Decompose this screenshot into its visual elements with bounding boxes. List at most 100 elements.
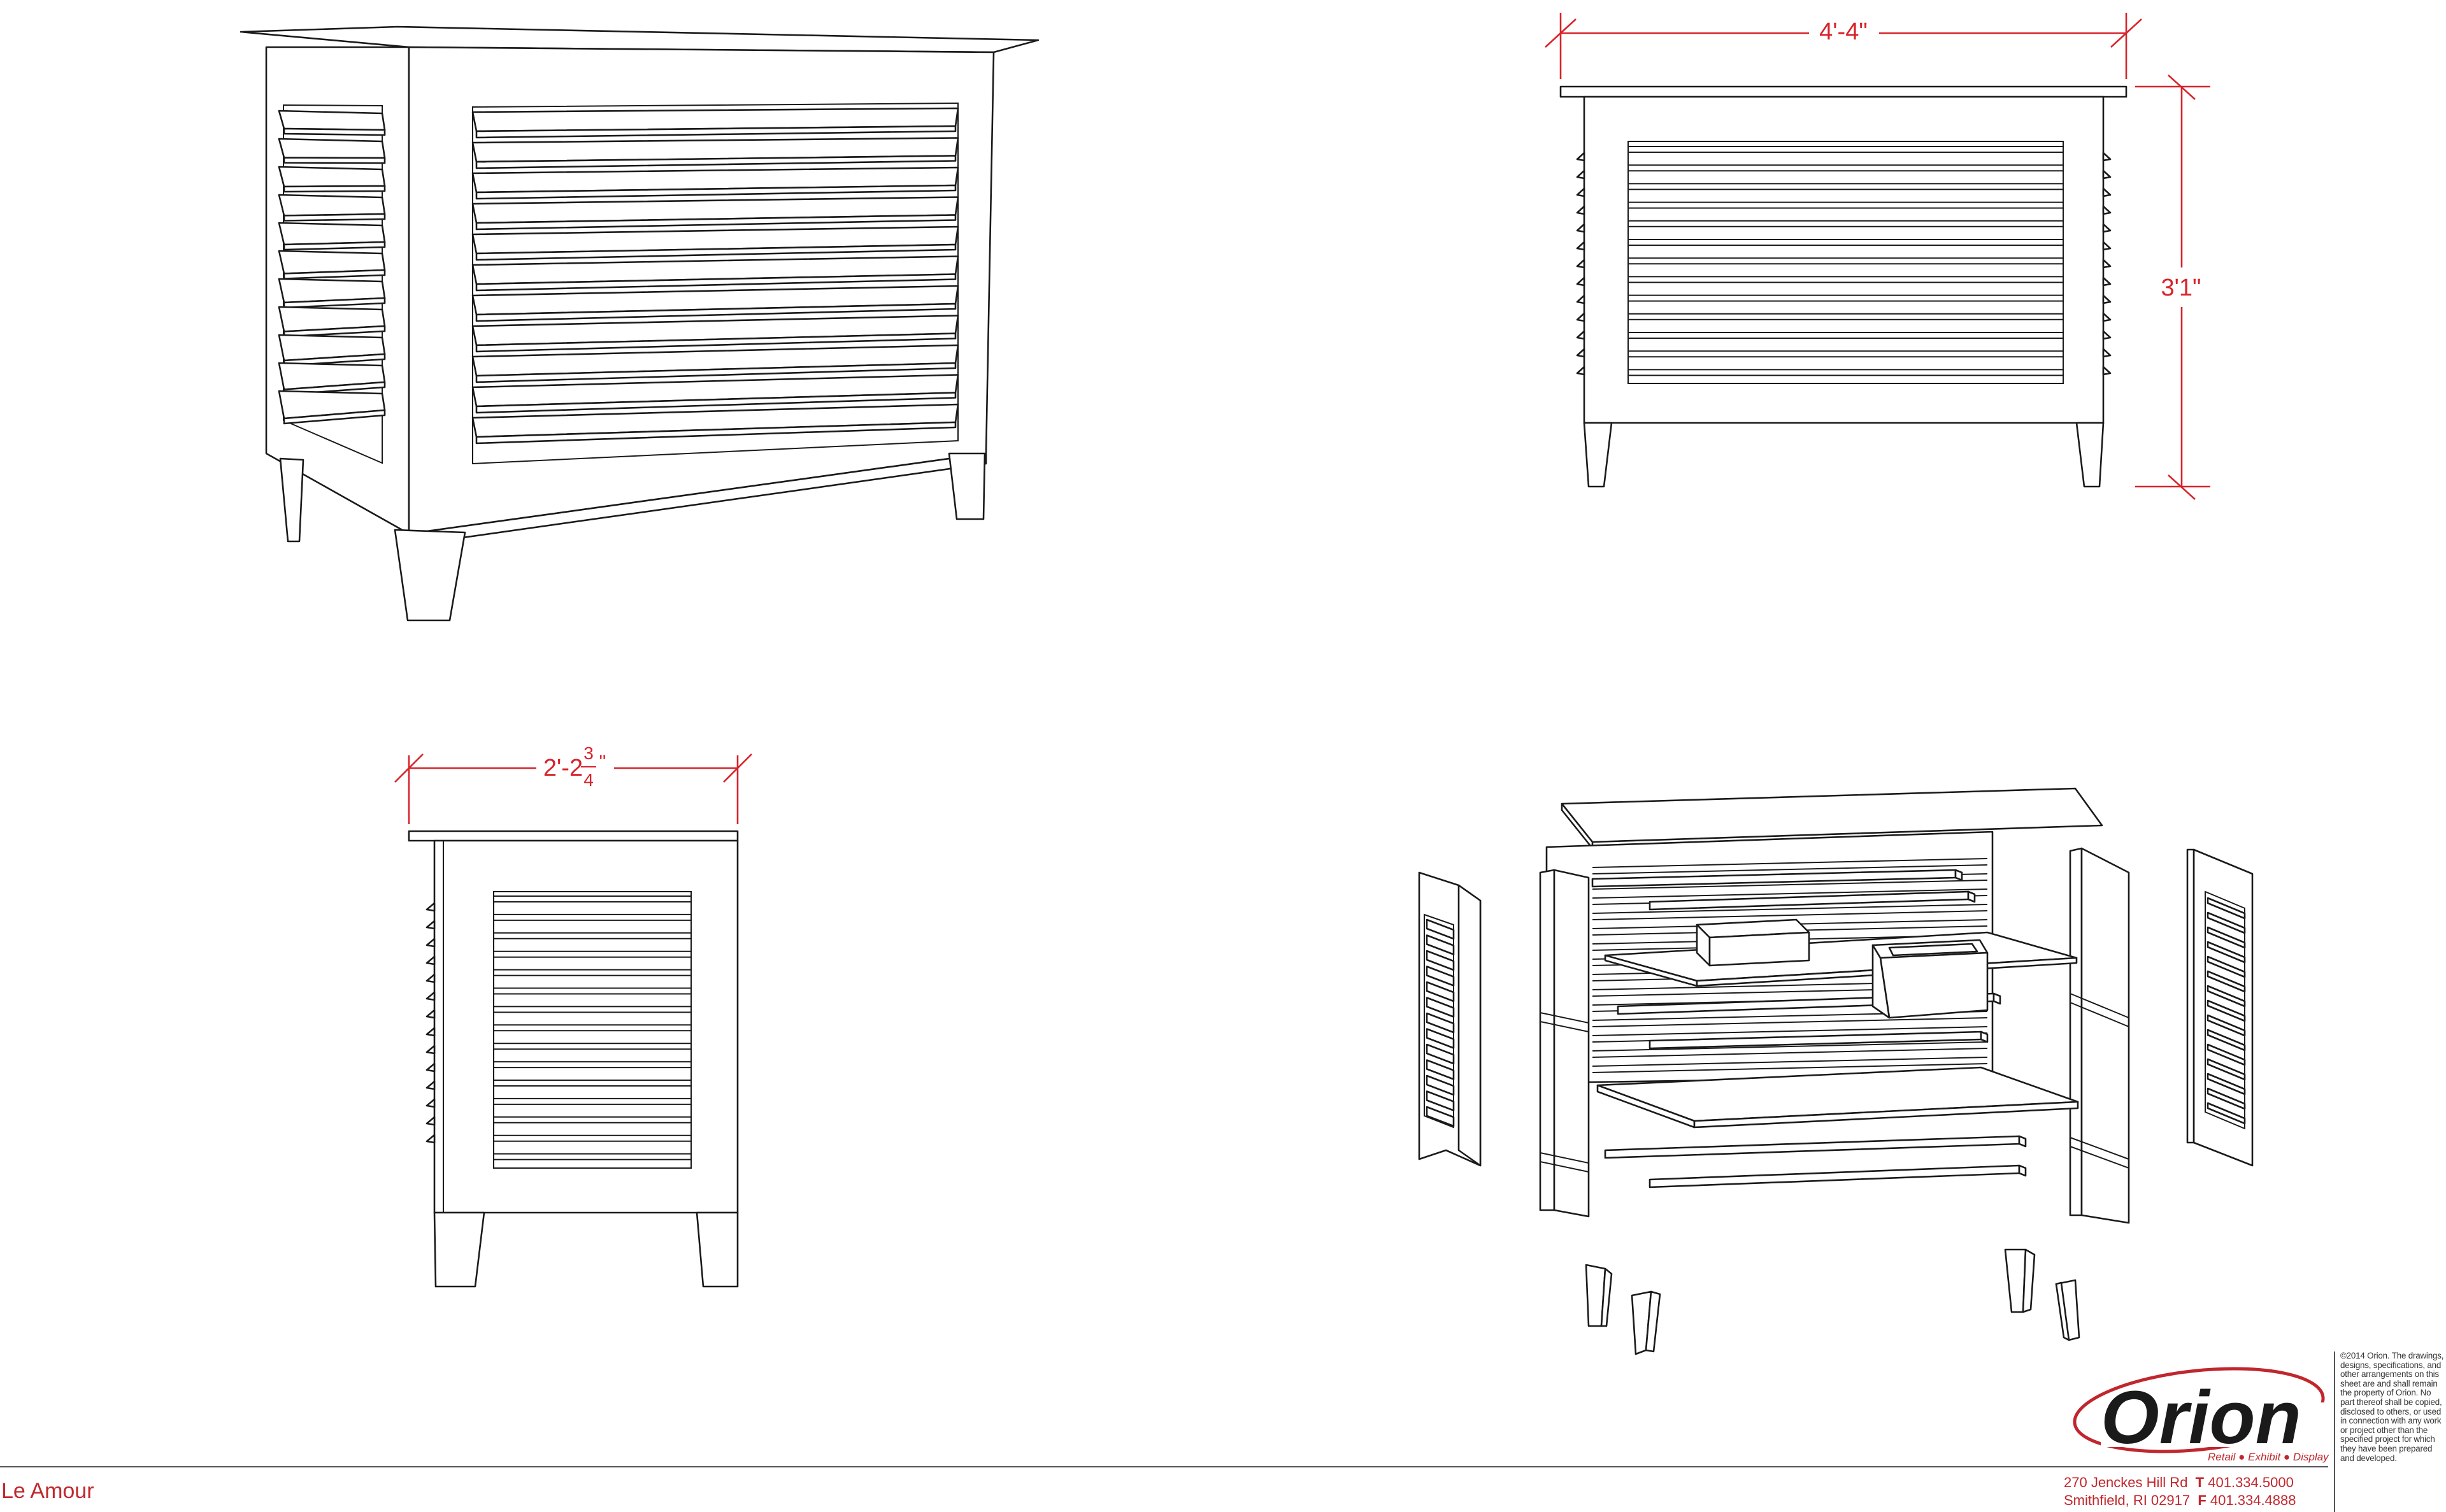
front-leg-right xyxy=(2075,422,2105,488)
louver-slat xyxy=(2206,1102,2246,1125)
louver-slat xyxy=(283,241,386,251)
louver-slat xyxy=(1426,997,1455,1018)
edge-louver-tip xyxy=(1576,312,1585,322)
louver-slat xyxy=(283,157,386,164)
front-rail-end xyxy=(1980,1031,1989,1043)
side-elevation: 2'-2 3 4 " xyxy=(394,740,752,1288)
louver-slat xyxy=(475,332,957,353)
legal-divider xyxy=(2334,1352,2335,1512)
louver-line xyxy=(1592,1057,1988,1067)
louver-slat xyxy=(2206,1073,2246,1095)
iso-leg-back-left xyxy=(279,457,304,543)
louver-slat xyxy=(2206,985,2246,1008)
edge-louver-tip xyxy=(1576,330,1585,340)
louver-slat xyxy=(475,184,957,200)
front-rail-end xyxy=(1967,890,1976,903)
louver-slat xyxy=(475,273,957,292)
fax-label: F xyxy=(2198,1492,2206,1508)
iso-leg-front-left xyxy=(394,529,466,622)
exploded-view xyxy=(1418,787,2254,1355)
louver-slat xyxy=(2206,1014,2246,1037)
svg-text:Orion: Orion xyxy=(2101,1376,2301,1460)
edge-louver-tip xyxy=(426,1027,436,1037)
louver-line xyxy=(1592,910,1988,920)
louver-slat xyxy=(283,409,386,425)
louver-slat xyxy=(475,303,957,322)
louver-slat xyxy=(2206,1029,2246,1052)
louver-slat xyxy=(1426,1012,1455,1034)
louver-slat xyxy=(278,138,386,159)
phone-number: 401.334.5000 xyxy=(2208,1474,2294,1490)
louver-slat xyxy=(1426,1043,1455,1065)
louver-slat xyxy=(283,213,386,222)
company-tagline: Retail ● Exhibit ● Display xyxy=(2208,1451,2329,1463)
phone-label: T xyxy=(2195,1474,2205,1490)
drawing-title: Le Amour xyxy=(1,1479,94,1503)
louver-slat xyxy=(278,110,386,131)
louver-slat xyxy=(283,185,386,193)
louver-slat xyxy=(1426,1028,1455,1049)
front-rail-end xyxy=(1992,992,2001,1005)
address-line1: 270 Jenckes Hill Rd xyxy=(2064,1474,2188,1490)
front-body xyxy=(1583,96,2105,424)
front-rail-end xyxy=(2018,1135,2027,1148)
louver-slat xyxy=(278,222,386,246)
louver-slat xyxy=(1426,1090,1455,1111)
edge-louver-tip xyxy=(2102,312,2112,322)
edge-louver-tip xyxy=(1576,223,1585,233)
fax-number: 401.334.4888 xyxy=(2210,1492,2296,1508)
louver-slat xyxy=(2206,941,2246,964)
edge-louver-tip xyxy=(426,1116,436,1126)
louver-line xyxy=(1592,1026,1988,1036)
louver-slat xyxy=(2206,999,2246,1022)
company-address: 270 Jenckes Hill Rd T 401.334.5000 Smith… xyxy=(2064,1474,2296,1509)
edge-louver-tip xyxy=(2102,205,2112,215)
exploded-left-frame xyxy=(1539,869,1556,1211)
edge-louver-tip xyxy=(426,938,436,948)
side-leg-right xyxy=(696,1211,739,1288)
louver-slat xyxy=(475,421,957,445)
louver-slat xyxy=(278,166,386,188)
louver-slat xyxy=(278,194,386,217)
iso-top xyxy=(240,25,1040,53)
front-rail xyxy=(1604,1135,2020,1159)
side-top xyxy=(408,830,739,842)
edge-louver-tip xyxy=(426,955,436,966)
exploded-top xyxy=(1561,787,2103,843)
edge-louver-tip xyxy=(426,1080,436,1090)
height-dimension-label: 3'1" xyxy=(2161,275,2201,301)
edge-louver-tip xyxy=(426,920,436,930)
title-block-rule xyxy=(0,1466,2328,1467)
louver-slat xyxy=(2206,1058,2246,1081)
edge-louver-tip xyxy=(2102,330,2112,340)
edge-louver-tip xyxy=(1576,241,1585,251)
louver-slat xyxy=(2206,897,2246,920)
address-line2: Smithfield, RI 02917 xyxy=(2064,1492,2191,1508)
edge-louver-tip xyxy=(2102,169,2112,180)
side-body xyxy=(433,839,739,1214)
louver-line xyxy=(1592,864,1988,874)
depth-dimension-numerator: 3 xyxy=(583,743,594,763)
exploded-right-frame xyxy=(2069,847,2083,1216)
isometric-view xyxy=(240,25,1040,622)
edge-louver-tip xyxy=(2102,259,2112,269)
edge-louver-tip xyxy=(426,991,436,1001)
edge-louver-tip xyxy=(426,973,436,983)
louver-slat xyxy=(2206,911,2246,934)
edge-louver-tip xyxy=(1576,294,1585,304)
louver-slat xyxy=(283,127,386,136)
iso-leg-front-right xyxy=(948,452,986,520)
orion-logo: Orion Retail ● Exhibit ● Display xyxy=(2073,1367,2330,1463)
louver-slat xyxy=(2206,926,2246,949)
louver-slat xyxy=(1426,1074,1455,1096)
edge-louver-tip xyxy=(1576,366,1585,376)
edge-louver-tip xyxy=(2102,294,2112,304)
legal-notice: ©2014 Orion. The drawings, designs, spec… xyxy=(2340,1351,2444,1463)
louver-line xyxy=(1592,1063,1988,1073)
edge-louver-tip xyxy=(426,1098,436,1108)
louver-slat xyxy=(1426,1059,1455,1080)
louver-slat xyxy=(1426,934,1455,955)
louver-slat xyxy=(1426,950,1455,971)
edge-louver-tip xyxy=(2102,223,2112,233)
edge-louver-tip xyxy=(1576,205,1585,215)
